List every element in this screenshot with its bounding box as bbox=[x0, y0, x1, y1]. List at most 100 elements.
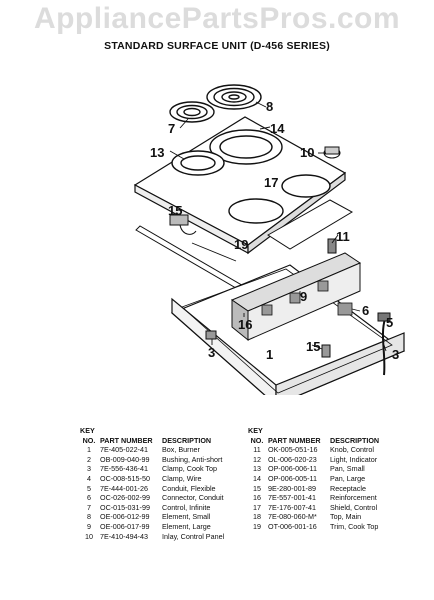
table-row: 8 OE-006-012-99 Element, Small bbox=[78, 512, 262, 522]
callout-19: 19 bbox=[234, 237, 248, 252]
control-knob bbox=[323, 146, 341, 159]
part-number: 7E-444-001-26 bbox=[100, 483, 148, 493]
control-panel-inlay bbox=[267, 199, 354, 250]
infinite-controls bbox=[261, 280, 353, 316]
header-part: PART NUMBER bbox=[268, 435, 321, 445]
part-number: 7E-405-022-41 bbox=[100, 445, 148, 455]
part-number: OB-009-040-99 bbox=[100, 454, 150, 464]
part-key-no: 10 bbox=[85, 531, 93, 541]
part-key-no: 15 bbox=[253, 483, 261, 493]
header-no: NO. bbox=[82, 435, 96, 445]
key-label: KEY bbox=[80, 426, 95, 435]
callout-8: 7 bbox=[168, 121, 175, 136]
callout-15: 15 bbox=[168, 203, 182, 218]
part-key-no: 19 bbox=[253, 521, 261, 531]
header-desc: DESCRIPTION bbox=[162, 435, 212, 445]
parts-table-right: KEY NO. PART NUMBER DESCRIPTION 11 OK-005-0… bbox=[246, 426, 400, 532]
header-desc: DESCRIPTION bbox=[330, 435, 380, 445]
part-key-no: 9 bbox=[87, 521, 91, 531]
part-description: Top, Main bbox=[330, 512, 362, 522]
part-number: OP-006-006-11 bbox=[268, 464, 318, 474]
part-number: 7E-176-007-41 bbox=[268, 502, 316, 512]
burner-openings bbox=[171, 129, 331, 224]
callout-6: 5 bbox=[386, 315, 393, 330]
part-number: 9E-280-001-89 bbox=[268, 483, 316, 493]
part-number: OL-006-020-23 bbox=[268, 454, 317, 464]
burner-box bbox=[170, 264, 406, 395]
part-description: Receptacle bbox=[330, 483, 366, 493]
table-row: 9 OE-006-017-99 Element, Large bbox=[78, 522, 262, 532]
part-description: Light, Indicator bbox=[330, 454, 378, 464]
part-description: Connector, Conduit bbox=[162, 493, 224, 503]
part-key-no: 4 bbox=[87, 473, 91, 483]
callout-17: 16 bbox=[238, 317, 252, 332]
element-small-coil bbox=[169, 101, 215, 123]
part-key-no: 7 bbox=[87, 502, 91, 512]
part-key-no: 13 bbox=[253, 464, 261, 474]
part-number: 7E-556-436-41 bbox=[100, 464, 148, 474]
table-row: 12 OL-006-020-23 Light, Indicator bbox=[246, 455, 400, 465]
part-number: OC-008-515-50 bbox=[100, 473, 150, 483]
clamp-cook-top bbox=[205, 330, 217, 340]
part-key-no: 17 bbox=[253, 502, 261, 512]
header-no: NO. bbox=[250, 435, 264, 445]
part-key-no: 16 bbox=[253, 493, 261, 503]
table-row: 7 OC-015-031-99 Control, Infinite bbox=[78, 503, 262, 513]
part-description: Element, Large bbox=[162, 521, 211, 531]
watermark: AppliancePartsPros.com bbox=[33, 2, 401, 35]
part-description: Clamp, Wire bbox=[162, 473, 202, 483]
part-key-no: 8 bbox=[87, 512, 91, 522]
part-key-no: 11 bbox=[253, 445, 261, 455]
part-description: Reinforcement bbox=[330, 493, 377, 503]
part-number: OE-006-012-99 bbox=[100, 512, 150, 522]
part-description: Shield, Control bbox=[330, 502, 378, 512]
part-key-no: 5 bbox=[87, 483, 91, 493]
part-description: Trim, Cook Top bbox=[330, 521, 379, 531]
table-row: 13 OP-006-006-11 Pan, Small bbox=[246, 464, 400, 474]
exploded-parts-diagram: 7 8 14 13 10 17 15 19 11 9 6 16 3 15 1 5… bbox=[133, 84, 406, 395]
parts-table-left: KEY NO. PART NUMBER DESCRIPTION 1 7E-405-02… bbox=[78, 426, 262, 541]
header-part: PART NUMBER bbox=[100, 435, 153, 445]
part-description: Knob, Control bbox=[330, 445, 374, 455]
callout-3: 3 bbox=[208, 345, 215, 360]
part-key-no: 18 bbox=[253, 512, 261, 522]
callout-5: 3 bbox=[392, 347, 399, 362]
part-number: 7E-410-494-43 bbox=[100, 531, 148, 541]
diagram-title: STANDARD SURFACE UNIT (D-456 SERIES) bbox=[104, 40, 330, 52]
part-description: Control, Infinite bbox=[162, 502, 211, 512]
element-large-coil bbox=[206, 84, 262, 110]
reinforcement bbox=[321, 344, 331, 358]
part-description: Pan, Large bbox=[330, 473, 366, 483]
callout-9: 8 bbox=[266, 99, 273, 114]
table-header: NO. PART NUMBER DESCRIPTION bbox=[78, 436, 262, 446]
part-key-no: 2 bbox=[87, 454, 91, 464]
part-number: OT-006-001-16 bbox=[268, 521, 317, 531]
key-label: KEY bbox=[248, 426, 263, 435]
part-number: OE-006-017-99 bbox=[100, 521, 150, 531]
part-description: Element, Small bbox=[162, 512, 211, 522]
callout-16: 15 bbox=[306, 339, 320, 354]
part-number: OC-015-031-99 bbox=[100, 502, 150, 512]
part-number: OK-005-051-16 bbox=[268, 445, 318, 455]
part-number: OC-026-002-99 bbox=[100, 493, 150, 503]
table-row: 11 OK-005-051-16 Knob, Control bbox=[246, 445, 400, 455]
part-description: Bushing, Anti-short bbox=[162, 454, 223, 464]
part-description: Pan, Small bbox=[330, 464, 365, 474]
callout-10: 9 bbox=[300, 289, 307, 304]
connector bbox=[377, 312, 391, 322]
part-description: Clamp, Cook Top bbox=[162, 464, 217, 474]
indicator-light bbox=[327, 238, 337, 254]
callout-14: 14 bbox=[270, 121, 285, 136]
part-key-no: 12 bbox=[253, 454, 261, 464]
part-description: Conduit, Flexible bbox=[162, 483, 216, 493]
part-key-no: 14 bbox=[253, 473, 261, 483]
table-row: 5 7E-444-001-26 Conduit, Flexible bbox=[78, 484, 262, 494]
part-key-no: 1 bbox=[87, 445, 91, 455]
